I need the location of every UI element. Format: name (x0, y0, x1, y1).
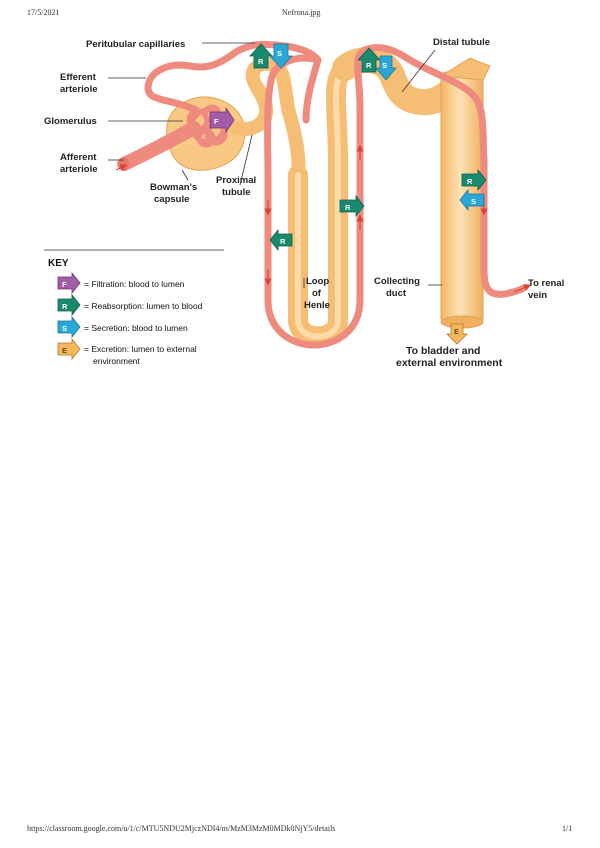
label-proximal-tubule-1: Proximal (216, 175, 256, 186)
source-url[interactable]: https://classroom.google.com/u/1/c/MTU5N… (27, 824, 336, 833)
label-bowmans-capsule-1: Bowman's (150, 182, 197, 193)
key-item-label: = Secretion: blood to lumen (84, 323, 188, 333)
label-renal-vein-2: vein (528, 290, 547, 301)
document-title: Nefrona.jpg (282, 8, 321, 17)
key-legend: KEY F = Filtration: blood to lumen R = R… (44, 249, 224, 366)
label-afferent-arteriole-2: arteriole (60, 164, 98, 175)
label-bowmans-capsule-2: capsule (154, 194, 189, 205)
label-loop-of-henle-2: of (312, 288, 322, 299)
excretion-badge: E (446, 323, 468, 345)
reabsorption-badge: R (339, 194, 365, 218)
badge-letter: S (471, 197, 476, 206)
key-item-label-continued: environment (93, 356, 140, 366)
afferent-arteriole-shape (117, 121, 201, 171)
print-date: 17/5/2021 (27, 8, 60, 17)
badge-letter: E (62, 346, 67, 355)
label-loop-of-henle-3: Henle (304, 300, 330, 311)
nephron-tubule (166, 47, 491, 347)
badge-letter: R (258, 57, 264, 66)
reabsorption-badge: R (269, 228, 293, 252)
label-distal-tubule: Distal tubule (433, 37, 490, 48)
filtration-badge: F (209, 106, 235, 134)
label-glomerulus: Glomerulus (44, 116, 97, 127)
label-efferent-arteriole-2: arteriole (60, 84, 98, 95)
peritubular-capillaries-shape (264, 44, 528, 349)
blood-vessels (115, 40, 532, 349)
reabsorption-badge: R (461, 168, 487, 192)
badge-letter: S (277, 49, 282, 58)
key-item-label: = Excretion: lumen to external (84, 344, 197, 354)
key-item-label: = Reabsorption: lumen to blood (84, 301, 203, 311)
key-title: KEY (48, 258, 69, 269)
label-renal-vein-1: To renal (528, 278, 564, 289)
reabsorption-badge: R (357, 47, 381, 73)
badge-letter: R (467, 177, 473, 186)
label-collecting-duct-2: duct (386, 288, 407, 299)
key-item-secretion: S = Secretion: blood to lumen (57, 315, 188, 339)
badge-letter: R (62, 302, 68, 311)
label-bladder-1: To bladder and (406, 345, 480, 357)
badge-letter: S (382, 61, 387, 70)
label-peritubular-capillaries: Peritubular capillaries (86, 39, 185, 50)
key-item-filtration: F = Filtration: blood to lumen (57, 271, 185, 295)
key-item-reabsorption: R = Reabsorption: lumen to blood (57, 293, 203, 317)
key-item-excretion: E = Excretion: lumen to external environ… (57, 337, 197, 366)
secretion-badge: S (459, 188, 485, 212)
label-afferent-arteriole-1: Afferent (60, 152, 97, 163)
badge-letter: S (62, 324, 67, 333)
secretion-badge: S (375, 55, 397, 81)
key-item-label: = Filtration: blood to lumen (84, 279, 185, 289)
badge-letter: R (280, 237, 286, 246)
badge-letter: F (214, 117, 219, 126)
label-loop-of-henle-1: Loop (306, 276, 329, 287)
badge-letter: E (454, 327, 459, 336)
page-number: 1/1 (562, 824, 573, 833)
reabsorption-badge: R (249, 43, 273, 69)
label-efferent-arteriole-1: Efferent (60, 72, 97, 83)
label-bladder-2: external environment (396, 357, 503, 369)
badge-letter: R (345, 203, 351, 212)
leader-lines (108, 42, 442, 288)
badge-letter: R (366, 61, 372, 70)
badge-letter: F (62, 280, 67, 289)
label-proximal-tubule-2: tubule (222, 187, 251, 198)
secretion-badge: S (269, 43, 293, 69)
label-collecting-duct-1: Collecting (374, 276, 420, 287)
